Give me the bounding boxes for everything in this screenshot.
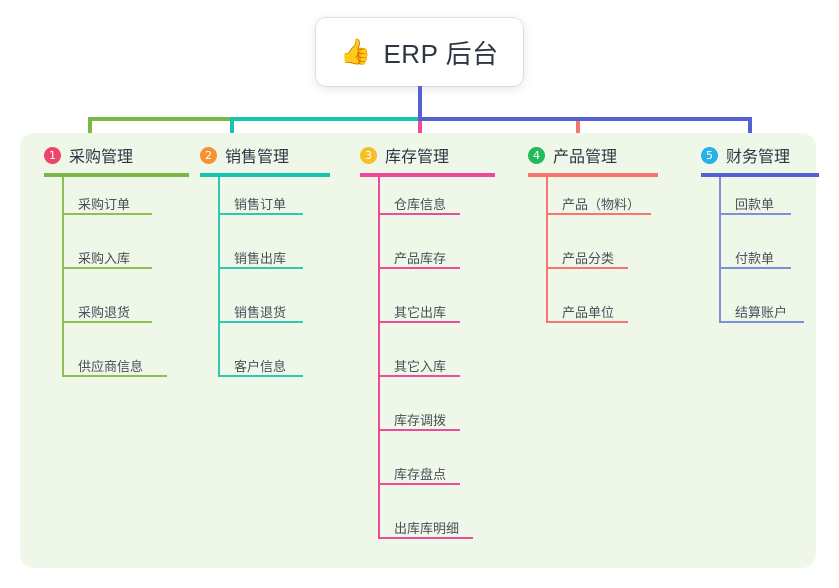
leaf-item-label[interactable]: 其它出库 — [394, 305, 447, 320]
branch-number-badge: 1 — [44, 146, 61, 164]
branch-stem — [218, 177, 220, 377]
branch-title: 产品管理 — [553, 149, 618, 166]
root-node-card[interactable]: 👍 ERP 后台 — [316, 18, 523, 86]
leaf-item-label[interactable]: 采购入库 — [78, 251, 131, 266]
leaf-item-underline — [62, 375, 167, 377]
leaf-item-underline — [546, 213, 651, 215]
branch-header-underline — [528, 173, 658, 177]
leaf-item-underline — [378, 321, 460, 323]
branch-header-2[interactable]: 2 销售管理 — [196, 133, 330, 177]
leaf-item-label[interactable]: 产品（物料） — [562, 197, 641, 212]
branch-title: 财务管理 — [726, 149, 791, 166]
leaf-item-underline — [546, 267, 628, 269]
branch-title: 库存管理 — [385, 149, 450, 166]
branch-stem — [546, 177, 548, 323]
branch-stem — [719, 177, 721, 323]
leaf-item-label[interactable]: 库存调拨 — [394, 413, 447, 428]
leaf-item-underline — [62, 213, 152, 215]
branch-header-3[interactable]: 3 库存管理 — [356, 133, 495, 177]
leaf-item-label[interactable]: 供应商信息 — [78, 359, 144, 374]
leaf-item-underline — [378, 537, 473, 539]
branch-number-badge: 2 — [200, 146, 217, 164]
leaf-item-label[interactable]: 销售出库 — [234, 251, 287, 266]
leaf-item-label[interactable]: 其它入库 — [394, 359, 447, 374]
branch-column-5: 5 财务管理回款单付款单结算账户 — [697, 133, 819, 323]
branch-header-5[interactable]: 5 财务管理 — [697, 133, 819, 177]
leaf-item-underline — [719, 321, 804, 323]
leaf-item-underline — [378, 213, 460, 215]
leaf-item-underline — [378, 375, 460, 377]
branch-number-badge: 3 — [360, 146, 377, 164]
branch-header-4[interactable]: 4 产品管理 — [524, 133, 658, 177]
leaf-item-label[interactable]: 回款单 — [735, 197, 775, 212]
leaf-item-underline — [378, 483, 460, 485]
leaf-item-label[interactable]: 仓库信息 — [394, 197, 447, 212]
leaf-item-underline — [378, 429, 460, 431]
branch-column-3: 3 库存管理仓库信息产品库存其它出库其它入库库存调拨库存盘点出库库明细 — [356, 133, 495, 539]
branch-column-4: 4 产品管理产品（物料） 产品分类产品单位 — [524, 133, 658, 323]
branch-title: 采购管理 — [69, 149, 134, 166]
leaf-item-label[interactable]: 采购退货 — [78, 305, 131, 320]
leaf-item-label[interactable]: 采购订单 — [78, 197, 131, 212]
branch-header-underline — [360, 173, 495, 177]
connector-segment-1 — [88, 117, 230, 121]
leaf-item-underline — [218, 267, 303, 269]
branch-title: 销售管理 — [225, 149, 290, 166]
branch-number-badge: 5 — [701, 146, 718, 164]
leaf-item-label[interactable]: 出库库明细 — [394, 521, 460, 536]
leaf-item-label[interactable]: 产品库存 — [394, 251, 447, 266]
leaf-item-label[interactable]: 客户信息 — [234, 359, 287, 374]
leaf-item-underline — [719, 213, 791, 215]
leaf-item-underline — [218, 375, 303, 377]
branch-header-underline — [701, 173, 819, 177]
branch-header-underline — [200, 173, 330, 177]
branch-stem — [62, 177, 64, 377]
branch-number-badge: 4 — [528, 146, 545, 164]
leaf-item-label[interactable]: 产品分类 — [562, 251, 615, 266]
leaf-item-underline — [218, 321, 303, 323]
leaf-item-label[interactable]: 库存盘点 — [394, 467, 447, 482]
leaf-item-underline — [719, 267, 791, 269]
branch-header-underline — [44, 173, 189, 177]
leaf-item-underline — [218, 213, 303, 215]
branches-panel: 1 采购管理采购订单采购入库采购退货供应商信息 2 销售管理销售订单销售出库销售退货客… — [20, 133, 819, 568]
leaf-item-label[interactable]: 结算账户 — [735, 305, 788, 320]
root-node-title: ERP 后台 — [383, 38, 499, 69]
leaf-item-label[interactable]: 销售退货 — [234, 305, 287, 320]
thumbs-up-icon: 👍 — [340, 37, 372, 66]
leaf-item-underline — [62, 321, 152, 323]
root-connector-stem — [418, 86, 422, 119]
branch-stem — [378, 177, 380, 539]
leaf-item-label[interactable]: 产品单位 — [562, 305, 615, 320]
leaf-item-label[interactable]: 销售订单 — [234, 197, 287, 212]
leaf-item-underline — [62, 267, 152, 269]
leaf-item-label[interactable]: 付款单 — [735, 251, 775, 266]
leaf-item-underline — [378, 267, 460, 269]
branch-column-1: 1 采购管理采购订单采购入库采购退货供应商信息 — [40, 133, 189, 377]
connector-segment-2 — [230, 117, 418, 121]
branch-column-2: 2 销售管理销售订单销售出库销售退货客户信息 — [196, 133, 330, 377]
leaf-item-underline — [546, 321, 628, 323]
connector-segment-3 — [418, 117, 752, 121]
branch-header-1[interactable]: 1 采购管理 — [40, 133, 189, 177]
